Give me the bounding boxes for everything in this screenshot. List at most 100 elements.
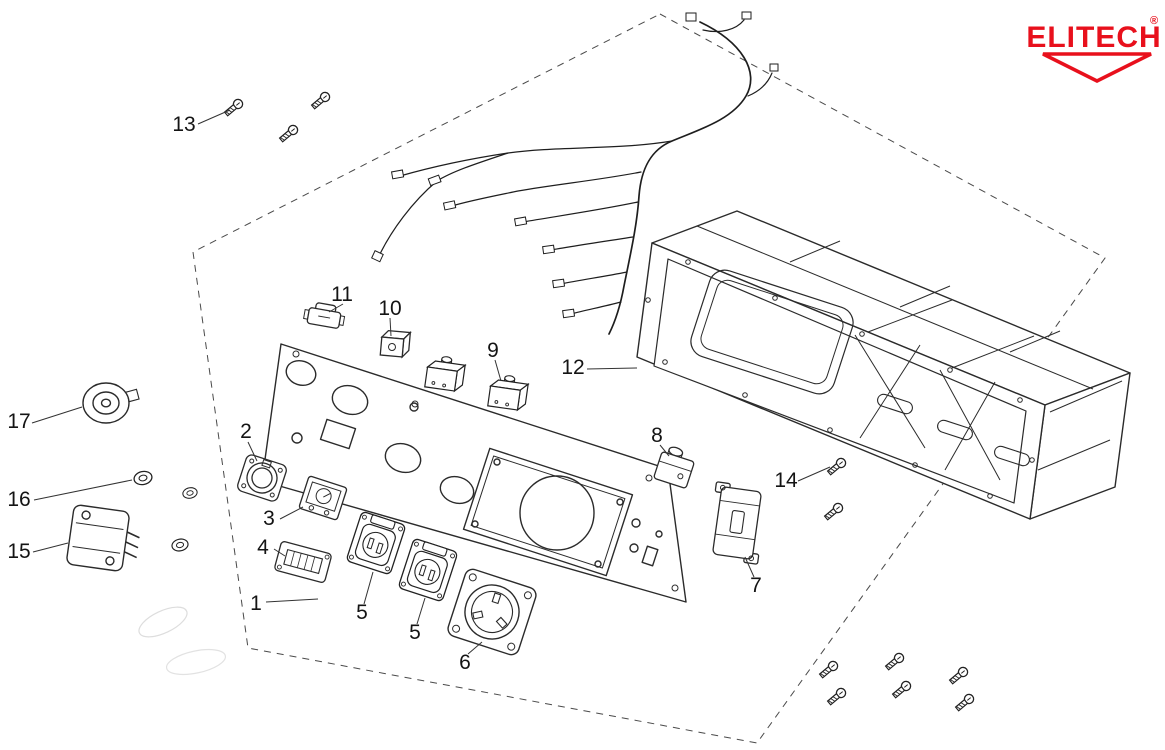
- leader-7: [744, 556, 755, 578]
- part-4-hour-meter: [274, 541, 332, 583]
- callout-1: 1: [250, 592, 262, 615]
- screw-13-b: [309, 89, 333, 112]
- panel-hole: [629, 543, 639, 553]
- harness-connectors: [371, 11, 779, 319]
- screw-13-c: [277, 122, 301, 145]
- housing-ribs: [854, 299, 1035, 481]
- panel-hole: [291, 432, 303, 444]
- callout-8: 8: [651, 424, 663, 447]
- part-5-outlet-b: [397, 537, 459, 603]
- housing-top-detail: [696, 225, 1094, 390]
- callout-15: 15: [7, 540, 30, 563]
- housing-top-ribs: [789, 240, 1061, 353]
- part-2-dc-socket: [237, 454, 287, 502]
- callout-11: 11: [331, 283, 353, 306]
- panel-rect-hole: [319, 418, 357, 450]
- part-9-switch-a: [424, 353, 467, 393]
- part-17-cap: [82, 382, 140, 424]
- screw: [883, 650, 907, 673]
- leader-5a: [363, 571, 374, 605]
- panel-hole: [655, 530, 663, 538]
- panel-hole: [631, 518, 641, 528]
- panel-rect-hole: [641, 545, 659, 567]
- panel-hole: [439, 475, 475, 505]
- leader-1: [265, 598, 319, 603]
- callout-5a: 5: [356, 601, 368, 624]
- part-9-switch-b: [487, 372, 530, 412]
- leader-17: [31, 406, 83, 424]
- part-10-button: [379, 329, 412, 359]
- part-1-control-panel: [261, 343, 687, 603]
- leader-10: [389, 317, 392, 337]
- callout-12: 12: [561, 356, 584, 379]
- part-7-breaker-module: [712, 481, 762, 565]
- callout-14: 14: [774, 469, 798, 492]
- panel-big-hole: [519, 475, 595, 551]
- screw-13-a: [222, 96, 246, 119]
- housing-side-detail: [1037, 380, 1123, 471]
- leader-8: [659, 444, 670, 457]
- leader-12: [586, 367, 638, 370]
- panel-recess: [462, 447, 634, 577]
- housing-inner-duct: [690, 269, 854, 395]
- housing-slot: [937, 419, 973, 441]
- panel-outline: [261, 343, 687, 603]
- leader-lines: [31, 109, 831, 655]
- washer: [181, 485, 199, 501]
- sketch-ellipse: [165, 648, 227, 676]
- leader-14: [797, 466, 831, 482]
- part-5-outlet-a: [345, 510, 407, 576]
- callout-7: 7: [750, 574, 762, 597]
- leader-13: [197, 109, 231, 125]
- screw: [953, 691, 977, 714]
- leader-15: [32, 542, 69, 553]
- harness-trunk: [608, 21, 752, 335]
- registered-mark: ®: [1150, 15, 1158, 27]
- housing-screw-holes: [645, 259, 1035, 499]
- brand-name: ELITECH: [1026, 21, 1161, 54]
- part-6-twistlock-socket: [447, 568, 537, 656]
- callout-labels: 1 2 3 4 5 5 6 7 8 9 10 11 12 13 14 15 16…: [7, 113, 798, 674]
- part-3-voltmeter: [298, 475, 348, 521]
- callout-10: 10: [378, 297, 401, 320]
- housing-slot: [994, 445, 1030, 467]
- leader-9: [494, 359, 502, 382]
- callout-6: 6: [459, 651, 471, 674]
- assembly-boundary: [192, 13, 1106, 744]
- washer: [170, 537, 190, 553]
- callout-9: 9: [487, 339, 499, 362]
- screw: [890, 678, 914, 701]
- callout-5b: 5: [409, 621, 421, 644]
- leader-4: [273, 548, 286, 557]
- callout-17: 17: [7, 410, 30, 433]
- wiring-harness: [371, 11, 779, 335]
- housing-opening: [653, 258, 1027, 504]
- screw: [822, 500, 846, 523]
- panel-hole: [384, 442, 422, 474]
- sketch-ellipse: [138, 606, 188, 638]
- screw-14: [825, 455, 849, 478]
- housing-slot: [877, 393, 913, 415]
- brand-triangle-icon: [1042, 52, 1152, 83]
- callout-3: 3: [263, 507, 275, 530]
- leader-5b: [416, 597, 426, 625]
- callout-13: 13: [172, 113, 195, 136]
- leader-16: [33, 479, 133, 501]
- part-8-breaker: [653, 446, 695, 489]
- callout-16: 16: [7, 488, 30, 511]
- callout-2: 2: [240, 420, 252, 443]
- screw: [947, 664, 971, 687]
- part-12-housing: [636, 210, 1131, 520]
- panel-hole: [285, 359, 317, 387]
- brand-logo: ELITECH ®: [1026, 15, 1161, 83]
- leader-6: [467, 641, 483, 655]
- callout-4: 4: [257, 536, 269, 559]
- part-16-washer: [132, 469, 154, 487]
- screw: [825, 685, 849, 708]
- panel-hole: [409, 402, 419, 412]
- screw: [817, 658, 841, 681]
- panel-hole: [331, 384, 369, 416]
- part-15-regulator: [66, 504, 140, 572]
